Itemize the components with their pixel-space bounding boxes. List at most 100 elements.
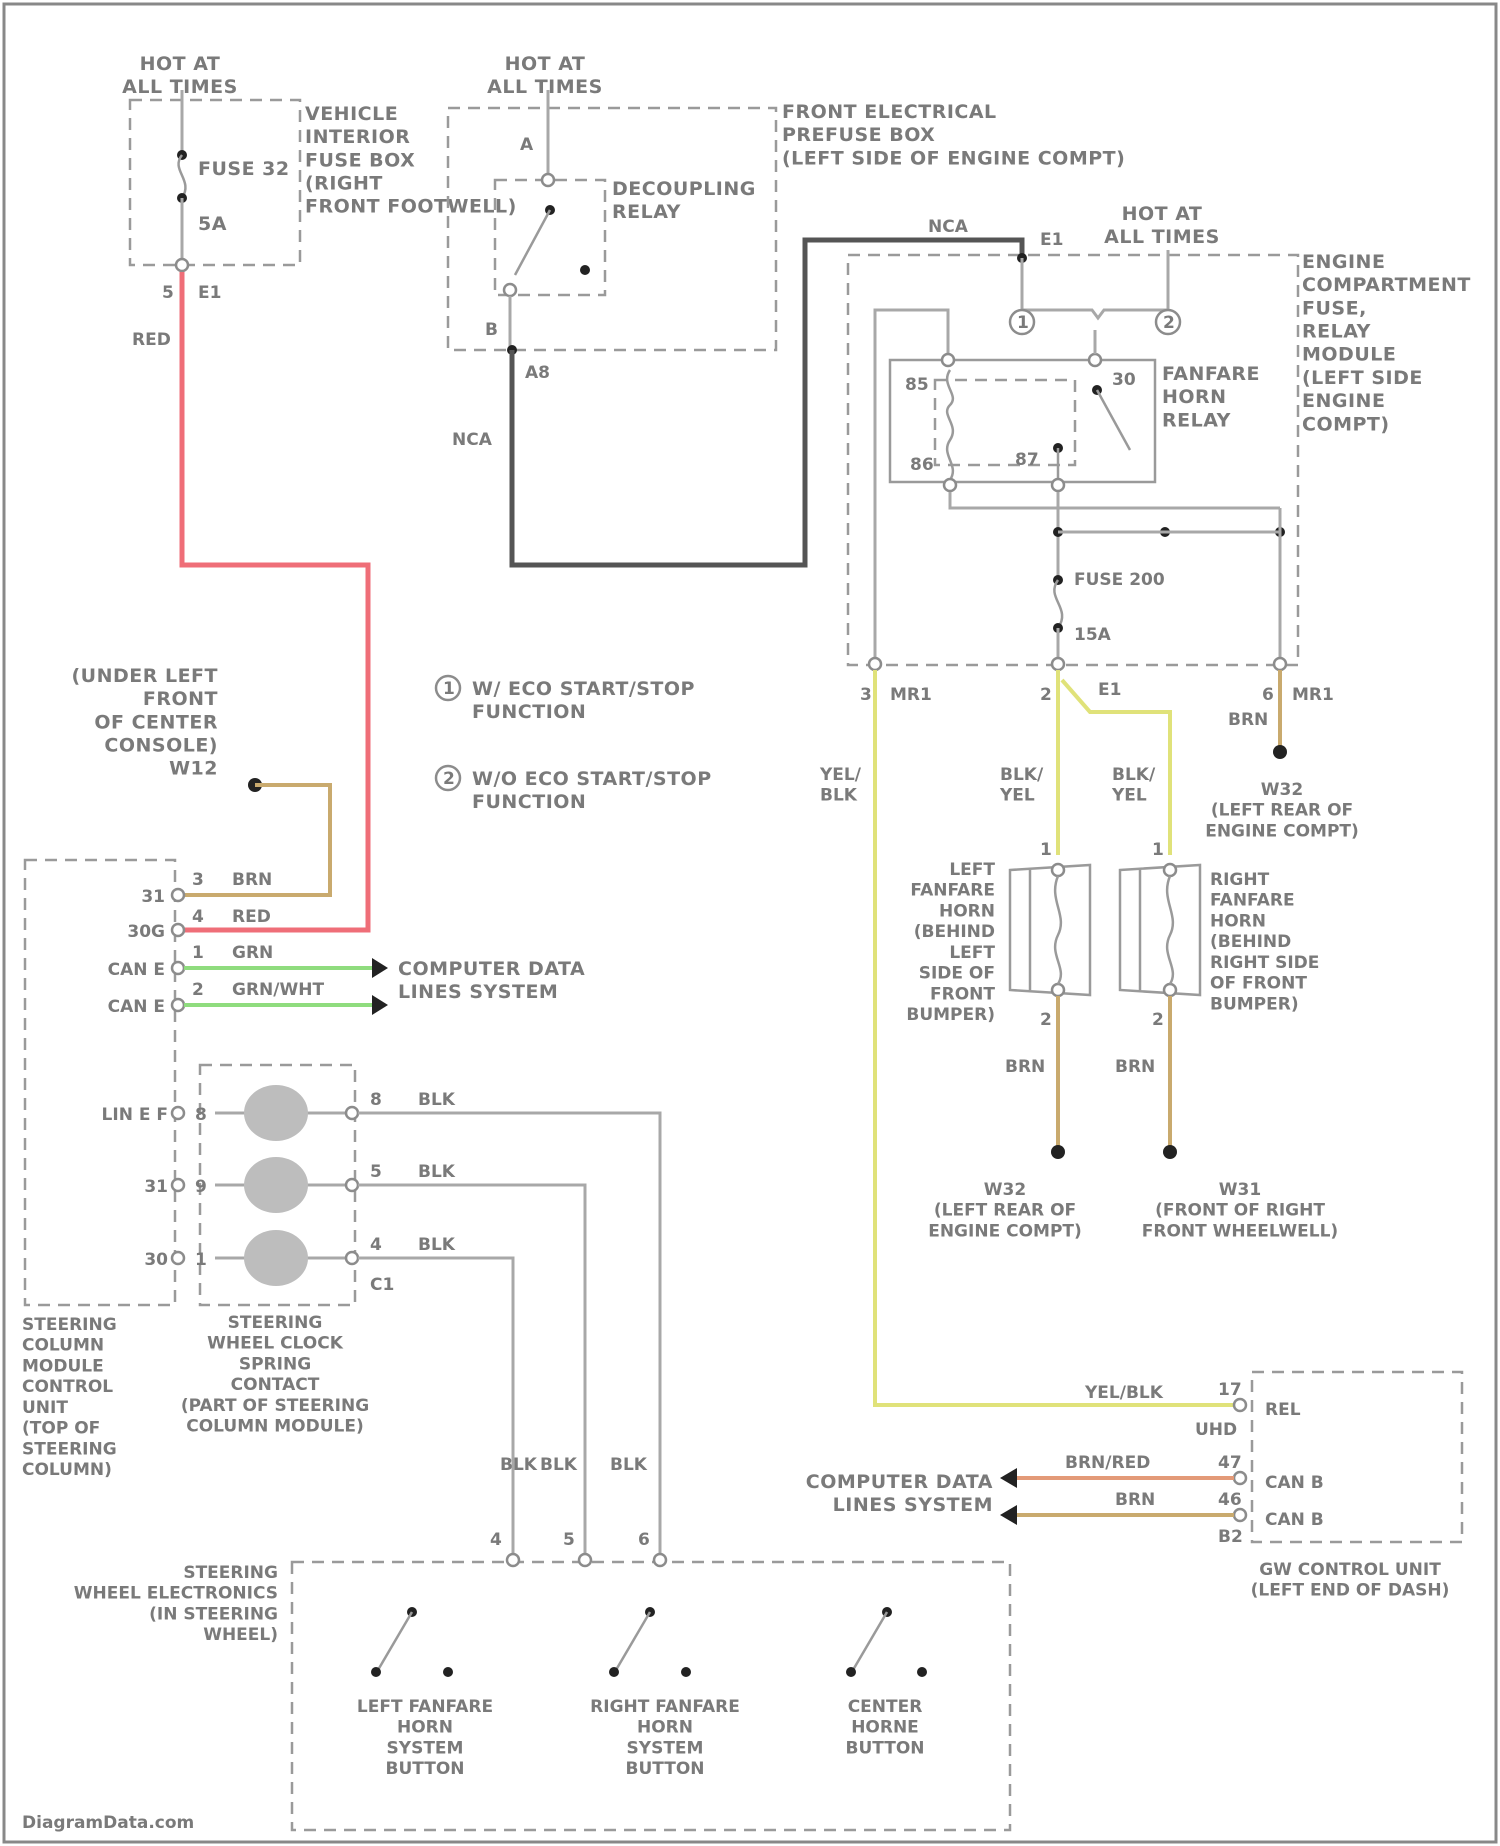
sc-wire-red: RED bbox=[232, 907, 271, 927]
sc-pin-can-e1: CAN E bbox=[108, 960, 165, 980]
wheel-wire-blk-2: BLK bbox=[540, 1455, 578, 1475]
gw-pin-17: 17 bbox=[1218, 1380, 1242, 1400]
sc-wire-grn-wht: GRN/WHT bbox=[232, 980, 324, 1000]
clock-c1-label: C1 bbox=[370, 1275, 394, 1295]
clock-pin-r-5: 5 bbox=[370, 1162, 382, 1182]
relay-pin-87: 87 bbox=[1015, 450, 1039, 470]
interior-connector-e1: E1 bbox=[198, 283, 221, 303]
sc-pin-num-2: 2 bbox=[192, 980, 204, 1000]
gw-pin-b2: B2 bbox=[1218, 1527, 1243, 1547]
gw-unit-name: GW CONTROL UNIT(LEFT END OF DASH) bbox=[1251, 1560, 1450, 1601]
sc-pin-num-1: 1 bbox=[192, 943, 204, 963]
right-horn-wire-label: BLK/YEL bbox=[1111, 765, 1156, 806]
wheel-wire-blk-3: BLK bbox=[610, 1455, 648, 1475]
right-horn-button[interactable] bbox=[609, 1607, 691, 1677]
engine-conn-mr1-b: MR1 bbox=[1292, 685, 1334, 705]
engine-connector-e1: E1 bbox=[1040, 230, 1063, 250]
clock-pin-l-1: 1 bbox=[195, 1250, 207, 1270]
gw-pin-47: 47 bbox=[1218, 1453, 1242, 1473]
sc-pin-num-3: 3 bbox=[192, 870, 204, 890]
gw-uhd-label: UHD bbox=[1195, 1420, 1237, 1440]
wheel-pin-6: 6 bbox=[638, 1530, 650, 1550]
center-horn-button[interactable] bbox=[846, 1607, 927, 1677]
right-horn-pin2: 2 bbox=[1152, 1010, 1164, 1030]
prefuse-box-outline bbox=[448, 108, 776, 350]
relay-pin-85: 85 bbox=[905, 375, 929, 395]
gw-signal-can-b1: CAN B bbox=[1265, 1473, 1324, 1493]
gw-wire-brn-red: BRN/RED bbox=[1065, 1453, 1150, 1473]
clock-pin-r-8: 8 bbox=[370, 1090, 382, 1110]
gw-wire-brn: BRN bbox=[1115, 1490, 1155, 1510]
left-horn-icon bbox=[1010, 865, 1090, 995]
engine-nca-label: NCA bbox=[928, 217, 969, 237]
prefuse-connector-a8: A8 bbox=[525, 363, 550, 383]
right-horn-brn-label: BRN bbox=[1115, 1057, 1155, 1077]
watermark: DiagramData.com bbox=[22, 1813, 194, 1833]
sc-signal-30: 30 bbox=[144, 1250, 168, 1270]
clock-spring-contacts: 8 9 1 8 5 4 BLK BLK BLK C1 bbox=[172, 1085, 456, 1295]
nca-wire-label: NCA bbox=[452, 430, 493, 450]
right-horn-pin1: 1 bbox=[1152, 840, 1164, 860]
prefuse-pin-b: B bbox=[485, 320, 498, 340]
engine-circle-2: 2 bbox=[1163, 313, 1175, 333]
sc-pin-can-e2: CAN E bbox=[108, 997, 165, 1017]
engine-pin-3: 3 bbox=[860, 685, 872, 705]
legend-num-1: 1 bbox=[443, 679, 455, 699]
sc-wire-grn: GRN bbox=[232, 943, 273, 963]
engine-circle-1: 1 bbox=[1017, 313, 1029, 333]
left-horn-pin2: 2 bbox=[1040, 1010, 1052, 1030]
clock-pin-r-4: 4 bbox=[370, 1235, 382, 1255]
nca-wire bbox=[512, 240, 1022, 565]
sc-signal-31: 31 bbox=[144, 1177, 168, 1197]
right-horn-button-label: RIGHT FANFAREHORNSYSTEMBUTTON bbox=[590, 1697, 740, 1779]
fuse-200-label: FUSE 200 bbox=[1074, 570, 1165, 590]
relay-pin-86: 86 bbox=[910, 455, 934, 475]
sc-wire-brn: BRN bbox=[232, 870, 272, 890]
gw-pin-46: 46 bbox=[1218, 1490, 1242, 1510]
ground-w32-engine: W32(LEFT REAR OFENGINE COMPT) bbox=[1205, 780, 1359, 841]
engine-pin-6: 6 bbox=[1262, 685, 1274, 705]
left-horn-button[interactable] bbox=[371, 1607, 453, 1677]
legend: 1 W/ ECO START/STOPFUNCTION 2 W/O ECO ST… bbox=[436, 676, 712, 813]
interior-fuse-box-outline bbox=[130, 100, 300, 265]
engine-conn-mr1-a: MR1 bbox=[890, 685, 932, 705]
wheel-electronics-outline bbox=[292, 1562, 1010, 1830]
fuse-200-rating: 15A bbox=[1074, 625, 1112, 645]
fuse-32-label: FUSE 32 bbox=[198, 158, 290, 180]
clock-pin-l-8: 8 bbox=[195, 1105, 207, 1125]
sc-pin-30g: 30G bbox=[127, 922, 165, 942]
interior-pin-5: 5 bbox=[162, 283, 174, 303]
clock-wire-blk-1: BLK bbox=[418, 1090, 456, 1110]
clock-pin-l-9: 9 bbox=[195, 1177, 207, 1197]
wheel-wire-blk-1: BLK bbox=[500, 1455, 538, 1475]
relay-pin-30: 30 bbox=[1112, 370, 1136, 390]
right-horn-name: RIGHTFANFAREHORN(BEHINDRIGHT SIDEOF FRON… bbox=[1210, 870, 1319, 1014]
left-horn-brn-label: BRN bbox=[1005, 1057, 1045, 1077]
engine-conn-e1-lower: E1 bbox=[1098, 680, 1121, 700]
red-wire-label: RED bbox=[132, 330, 171, 350]
clock-wire-blk-3: BLK bbox=[418, 1235, 456, 1255]
fanfare-relay-inner bbox=[935, 380, 1075, 465]
right-horn-icon bbox=[1120, 865, 1200, 995]
